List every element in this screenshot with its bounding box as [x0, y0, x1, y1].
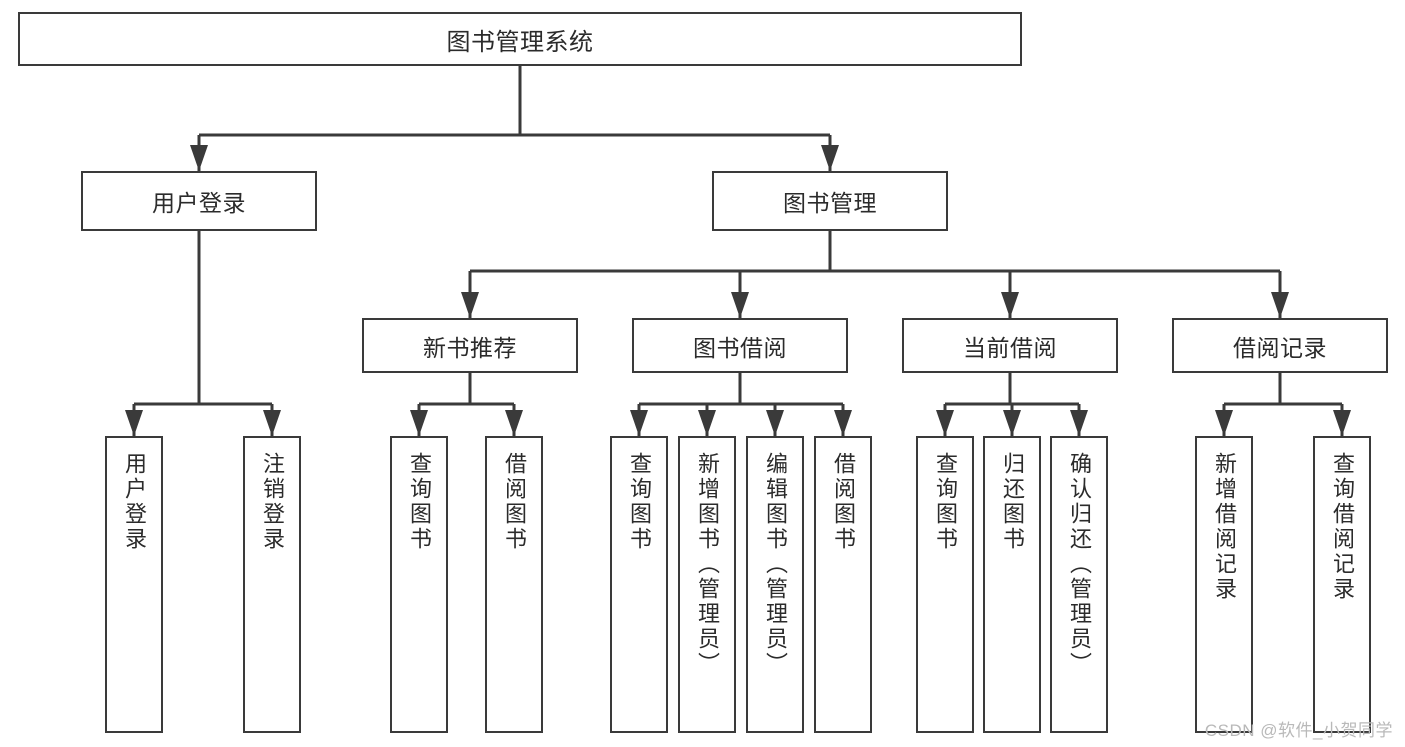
node-label: 新书推荐	[423, 334, 517, 361]
node-user-login[interactable]: 用户登录	[81, 171, 317, 231]
node-label: 图书管理系统	[446, 28, 594, 56]
node-leaf-query-book-1[interactable]: 查询图书	[390, 436, 448, 733]
node-label: 新增图书（管理员）	[695, 452, 720, 677]
watermark-text: CSDN @软件_小贺同学	[1204, 721, 1393, 740]
node-leaf-query-book-3[interactable]: 查询图书	[916, 436, 974, 733]
node-book-borrow[interactable]: 图书借阅	[632, 318, 848, 373]
node-leaf-edit-book[interactable]: 编辑图书（管理员）	[746, 436, 804, 733]
node-current-borrow[interactable]: 当前借阅	[902, 318, 1118, 373]
node-label: 查询图书	[933, 452, 958, 552]
node-label: 查询图书	[627, 452, 652, 552]
node-label: 图书管理	[783, 190, 877, 216]
node-book-admin[interactable]: 图书管理	[712, 171, 948, 231]
node-leaf-query-record[interactable]: 查询借阅记录	[1313, 436, 1371, 733]
node-label: 图书借阅	[693, 334, 787, 361]
node-leaf-confirm-return[interactable]: 确认归还（管理员）	[1050, 436, 1108, 733]
node-label: 借阅图书	[502, 452, 527, 552]
node-label: 编辑图书（管理员）	[763, 452, 788, 677]
node-leaf-borrow-book-1[interactable]: 借阅图书	[485, 436, 543, 733]
node-label: 归还图书	[1000, 452, 1025, 552]
node-label: 当前借阅	[963, 334, 1057, 361]
node-leaf-borrow-book-2[interactable]: 借阅图书	[814, 436, 872, 733]
node-label: 查询借阅记录	[1330, 452, 1355, 602]
node-leaf-add-record[interactable]: 新增借阅记录	[1195, 436, 1253, 733]
node-label: 用户登录	[122, 452, 147, 552]
node-borrow-record[interactable]: 借阅记录	[1172, 318, 1388, 373]
node-leaf-user-login[interactable]: 用户登录	[105, 436, 163, 733]
node-leaf-logout[interactable]: 注销登录	[243, 436, 301, 733]
node-leaf-add-book[interactable]: 新增图书（管理员）	[678, 436, 736, 733]
node-label: 查询图书	[407, 452, 432, 552]
node-leaf-query-book-2[interactable]: 查询图书	[610, 436, 668, 733]
node-new-book-rec[interactable]: 新书推荐	[362, 318, 578, 373]
node-label: 注销登录	[260, 452, 285, 552]
node-label: 新增借阅记录	[1212, 452, 1237, 602]
node-label: 用户登录	[152, 190, 246, 216]
node-label: 借阅图书	[831, 452, 856, 552]
node-label: 借阅记录	[1233, 334, 1327, 361]
node-root[interactable]: 图书管理系统	[18, 12, 1022, 66]
node-leaf-return-book[interactable]: 归还图书	[983, 436, 1041, 733]
node-label: 确认归还（管理员）	[1067, 452, 1092, 677]
